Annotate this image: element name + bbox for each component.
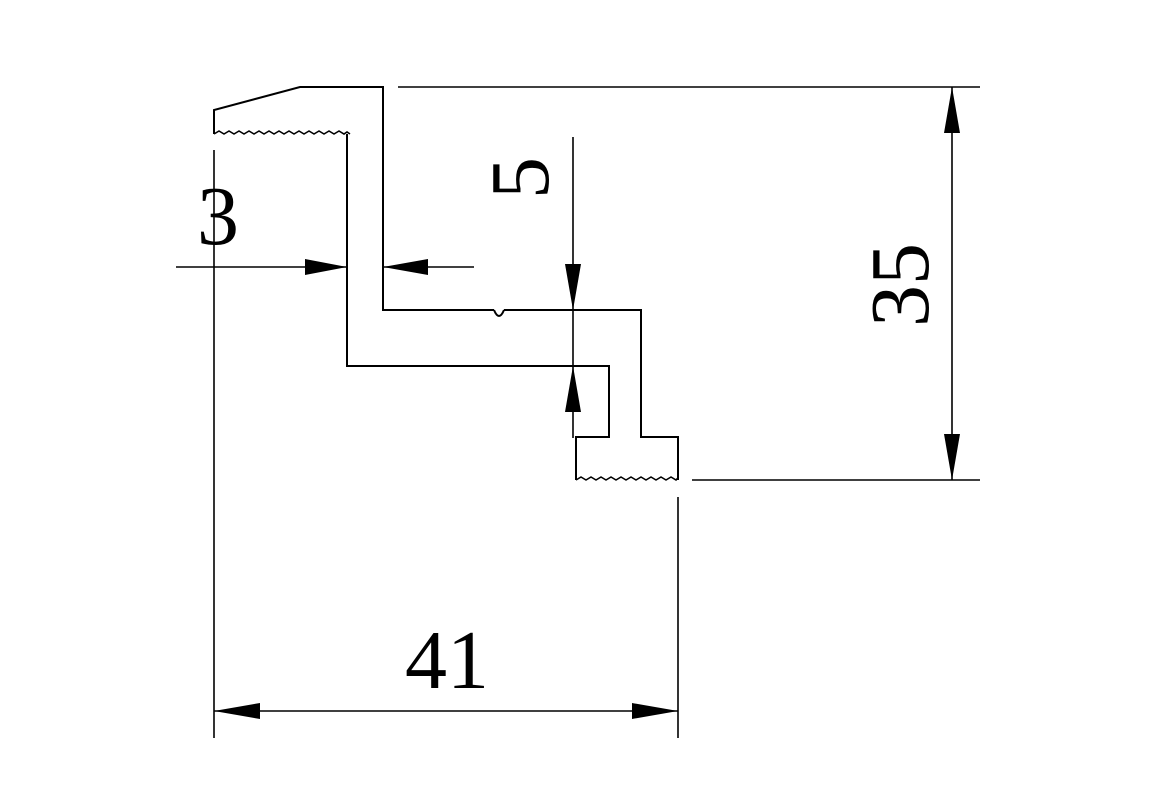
extension-lines: [213, 86, 980, 738]
dim-height-arrow-top: [944, 87, 960, 133]
groove-notch: [493, 309, 505, 317]
dim-height-label: 35: [854, 243, 947, 327]
dim-width-arrow-right: [632, 703, 678, 719]
dim-width-label: 41: [405, 614, 489, 707]
profile-outline: [213, 86, 679, 482]
top-lip: [213, 86, 494, 311]
dim-step-arrow-up: [565, 366, 581, 412]
dim-step-label: 5: [474, 157, 567, 199]
dimension-width: 41: [214, 614, 678, 719]
dim-step-arrow-down: [565, 264, 581, 310]
dim-thickness-arrow-right: [383, 259, 428, 275]
dim-width-arrow-left: [214, 703, 260, 719]
dim-thickness-arrow-left: [305, 259, 347, 275]
upper-step-right: [504, 309, 679, 480]
dimension-step: 5: [474, 157, 581, 412]
dimension-thickness: 3: [176, 170, 474, 275]
dim-thickness-label: 3: [197, 170, 239, 263]
dimension-height: 35: [854, 87, 960, 480]
top-serration: [213, 130, 351, 135]
dim-height-arrow-bottom: [944, 434, 960, 480]
inner-contour: [346, 134, 610, 480]
bottom-serration: [575, 476, 679, 482]
